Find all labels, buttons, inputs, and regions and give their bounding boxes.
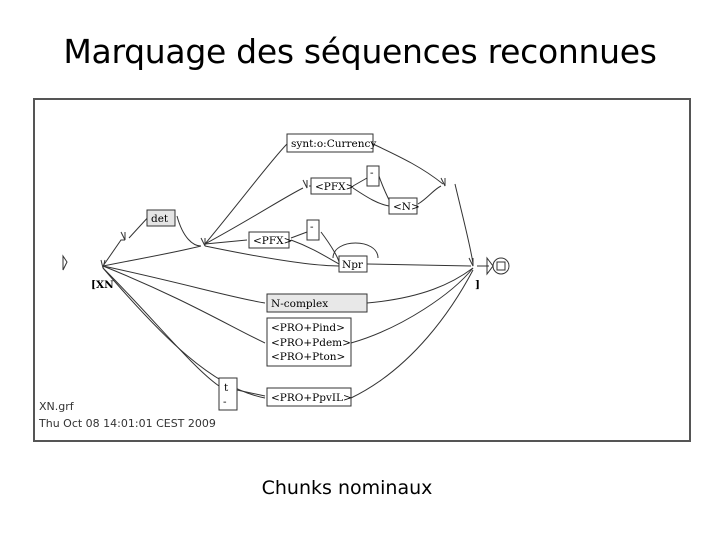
box-dash-mid: - xyxy=(306,219,320,241)
graph-edges xyxy=(102,143,489,399)
box-synt-currency-label: synt:o:Currency xyxy=(291,138,376,150)
box-dash-mid-label: - xyxy=(310,221,314,233)
box-npr-label: Npr xyxy=(342,259,364,271)
box-t-label: t xyxy=(224,382,229,394)
box-synt-currency: synt:o:Currency xyxy=(286,133,376,153)
box-pro-ppvil-label: <PRO+PpvIL> xyxy=(271,392,352,404)
box-dash-top-label: - xyxy=(370,167,374,179)
graph-filename: XN.grf xyxy=(39,400,75,413)
box-pfx-mid: <PFX> xyxy=(248,231,292,249)
grammar-graph: synt:o:Currency <PFX> - <N> det <PFX> - … xyxy=(38,133,510,430)
graph-nodes xyxy=(100,177,474,269)
box-pro-ind-label: <PRO+Pind> xyxy=(271,322,345,334)
box-pfx-top-label: <PFX> xyxy=(315,181,354,193)
caption: Chunks nominaux xyxy=(261,477,433,499)
box-det: det xyxy=(146,209,176,227)
box-npr: Npr xyxy=(338,255,368,273)
box-n: <N> xyxy=(388,197,420,215)
output-end-tag: ] xyxy=(475,279,480,291)
final-state xyxy=(486,256,510,276)
box-t: t - xyxy=(218,377,238,411)
slide-title: Marquage des séquences reconnues xyxy=(63,32,657,71)
box-pfx-mid-label: <PFX> xyxy=(253,235,292,247)
box-n-label: <N> xyxy=(393,201,420,213)
box-pro-ton-label: <PRO+Pton> xyxy=(271,351,345,363)
initial-state xyxy=(62,254,68,271)
box-pro-ppvil: <PRO+PpvIL> xyxy=(266,387,352,407)
output-start-tag: [XN xyxy=(91,279,114,291)
box-n-complex: N-complex xyxy=(266,293,368,313)
box-det-label: det xyxy=(151,213,169,225)
box-n-complex-label: N-complex xyxy=(271,298,328,310)
box-pronouns: <PRO+Pind> <PRO+Pdem> <PRO+Pton> xyxy=(266,317,352,367)
box-pfx-top: <PFX> xyxy=(310,177,354,195)
graph-date: Thu Oct 08 14:01:01 CEST 2009 xyxy=(38,417,216,430)
box-dash-low-label: - xyxy=(223,396,227,408)
box-pro-dem-label: <PRO+Pdem> xyxy=(271,337,351,349)
box-dash-top: - xyxy=(366,165,380,187)
